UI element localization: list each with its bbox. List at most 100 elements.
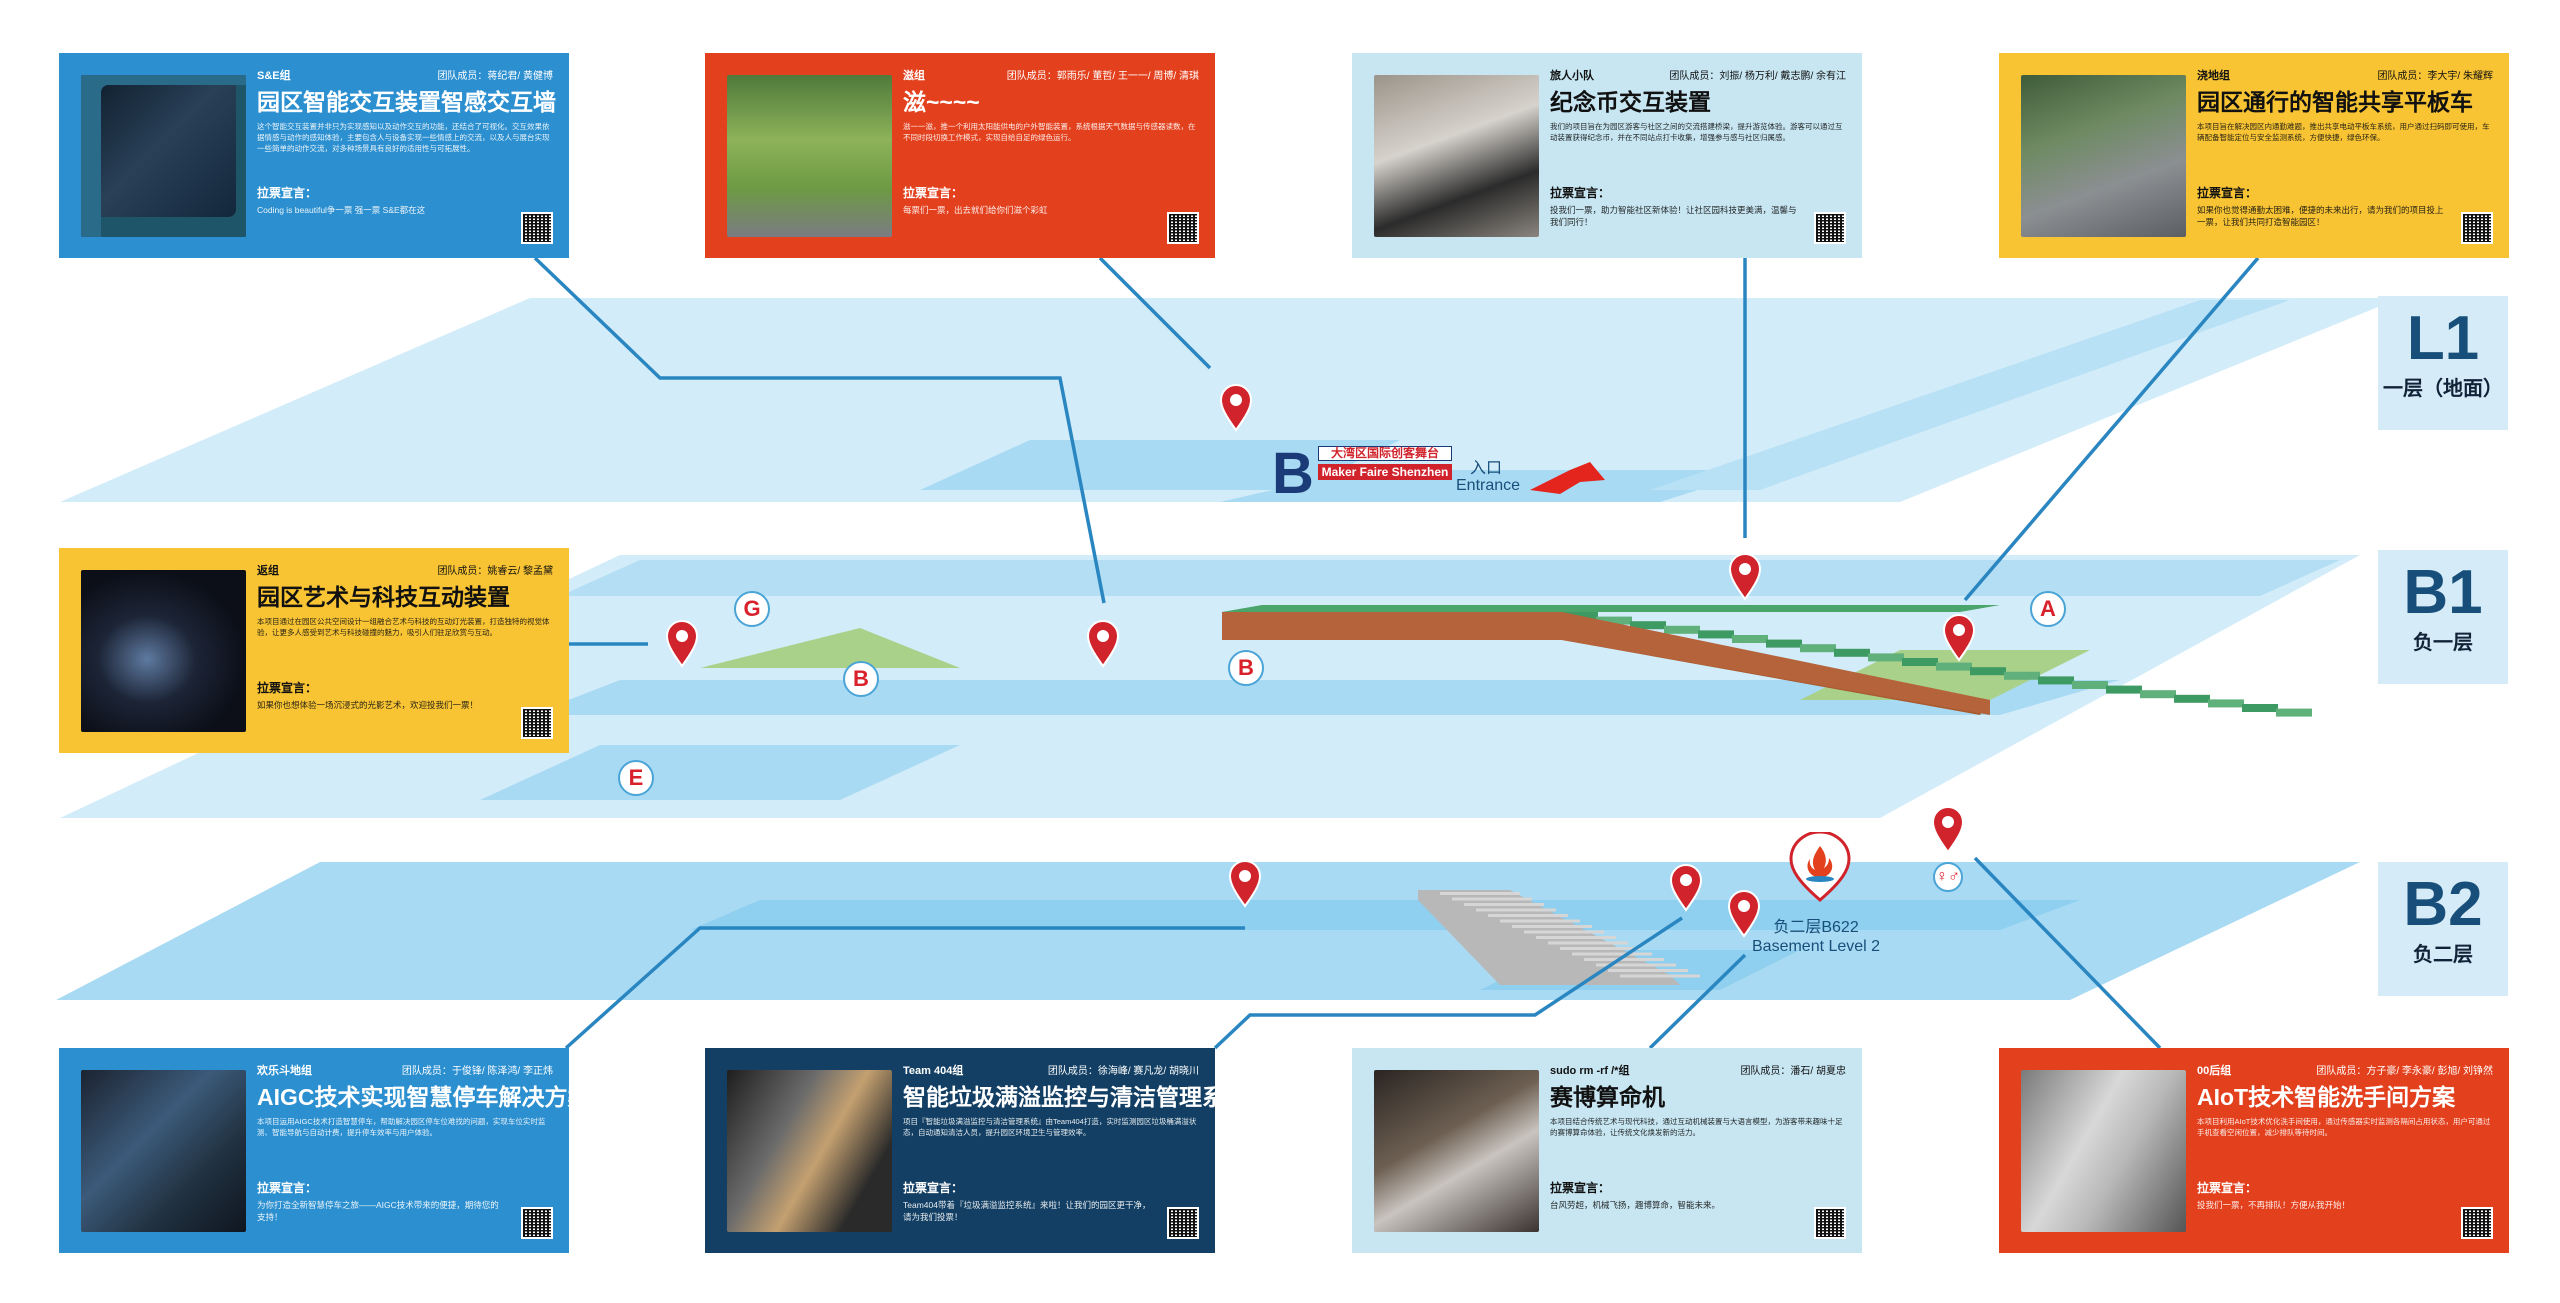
qr-code[interactable] (1814, 1207, 1846, 1239)
slogan-heading: 拉票宣言： (903, 186, 964, 200)
team-photo-sudo (1374, 1070, 1539, 1232)
team-name: 滋组 (903, 70, 925, 82)
zone-letter: B (1272, 441, 1314, 506)
slogan-text: 如果你也觉得通勤太困难，便捷的未来出行，请为我们的项目投上一票，让我们共同打造智… (2197, 205, 2444, 227)
team-members: 团队成员：于俊锋/ 陈泽鸿/ 李正炜 (401, 1066, 553, 1077)
team-name: 浇地组 (2197, 70, 2230, 82)
qr-code[interactable] (1167, 1207, 1199, 1239)
qr-code[interactable] (521, 707, 553, 739)
zone-marker-b[interactable]: B (843, 661, 879, 697)
floor-label-l1: L1 一层（地面） (2378, 296, 2508, 430)
floor-code: B2 (2403, 870, 2483, 939)
zone-marker-e[interactable]: E (618, 760, 654, 796)
slogan-heading: 拉票宣言： (903, 1181, 964, 1195)
floor-l1-strip (1650, 300, 2290, 490)
zone-marker-b-center[interactable]: B (1228, 650, 1264, 686)
map-pin-zi[interactable] (1219, 384, 1253, 432)
floor-b2-slab (56, 862, 2360, 1000)
slogan-text: Team404带着『垃圾满溢监控系统』来啦！让我们的园区更干净，请为我们投票！ (903, 1200, 1151, 1222)
team-photo-oo (2021, 1070, 2186, 1232)
project-title: 纪念币交互装置 (1550, 89, 1711, 115)
team-name: S&E组 (257, 70, 291, 82)
project-title: AIGC技术实现智慧停车解决方案 (257, 1084, 569, 1110)
map-pin-lr[interactable] (1728, 553, 1762, 601)
team-card-hl: 欢乐斗地组 团队成员：于俊锋/ 陈泽鸿/ 李正炜 AIGC技术实现智慧停车解决方案… (59, 1048, 569, 1253)
team-members: 团队成员：潘石/ 胡夏忠 (1740, 1066, 1846, 1077)
slogan-heading: 拉票宣言： (257, 186, 318, 200)
floor-name: 一层（地面） (2383, 378, 2503, 400)
team-name: 返组 (257, 565, 279, 577)
qr-code[interactable] (1167, 212, 1199, 244)
project-title: 园区艺术与科技互动装置 (257, 584, 510, 610)
floor-b1-strip-mid (530, 680, 2120, 715)
team-photo-se (81, 75, 246, 237)
map-pin-hl[interactable] (1228, 860, 1262, 908)
slogan-heading: 拉票宣言： (257, 681, 318, 695)
slogan-heading: 拉票宣言： (257, 1181, 318, 1195)
project-description: 滋一一滋，推一个利用太阳能供电的户外智能装置，系统根据天气数据与传感器读数，在不… (903, 122, 1196, 142)
entrance-arrow (1530, 462, 1605, 494)
team-card-lr: 旅人小队 团队成员：刘振/ 杨万利/ 戴志鹏/ 余有江 纪念币交互装置 我们的项目… (1352, 53, 1862, 258)
team-name: 欢乐斗地组 (257, 1065, 312, 1077)
qr-code[interactable] (521, 212, 553, 244)
map-pin-fz[interactable] (665, 620, 699, 668)
team-members: 团队成员：刘振/ 杨万利/ 戴志鹏/ 余有江 (1669, 71, 1846, 82)
project-title: 赛博算命机 (1550, 1084, 1665, 1110)
project-description: 本项目结合传统艺术与现代科技，通过互动机械装置与大语言模型，为游客带来趣味十足的… (1550, 1117, 1843, 1137)
team-photo-fz (81, 570, 246, 732)
entrance-en: Entrance (1456, 477, 1521, 494)
slogan-heading: 拉票宣言： (1550, 1181, 1611, 1195)
floor-b1-green-left (700, 628, 960, 668)
map-pin-sudo[interactable] (1727, 890, 1761, 938)
slogan-text: 如果你也想体验一场沉浸式的光影艺术，欢迎投我们一票！ (257, 700, 479, 710)
slogan-text: 为你打造全新智慧停车之旅——AIGC技术带来的便捷，期待您的支持！ (257, 1200, 499, 1222)
map-pin-oo[interactable] (1931, 806, 1965, 854)
zone-marker-a[interactable]: A (2030, 591, 2066, 627)
qr-code[interactable] (521, 1207, 553, 1239)
project-title: 园区智能交互装置智感交互墙 (257, 89, 556, 115)
project-title: 滋~~~~ (903, 89, 980, 115)
project-description: 项目『智能垃圾满溢监控与清洁管理系统』由Team404打造，实时监测园区垃圾桶满… (903, 1117, 1197, 1137)
zone-marker-g[interactable]: G (734, 591, 770, 627)
project-description: 我们的项目旨在为园区游客与社区之间的交流搭建桥梁，提升游览体验。游客可以通过互动… (1550, 122, 1843, 142)
project-description: 本项目利用AIoT技术优化洗手间使用，通过传感器实时监测各隔间占用状态，用户可通… (2197, 1117, 2491, 1137)
floor-name: 负二层 (2413, 944, 2473, 966)
b2-location-label: 负二层B622 Basement Level 2 (1752, 918, 1880, 956)
project-title: 智能垃圾满溢监控与清洁管理系统 (903, 1084, 1215, 1110)
entrance-cn: 入口 (1470, 460, 1503, 477)
project-description: 本项目运用AIGC技术打造智慧停车，帮助解决园区停车位难找的问题，实现车位实时监… (257, 1117, 546, 1137)
team-card-fz: 返组 团队成员：姚睿云/ 黎孟黛 园区艺术与科技互动装置 本项目通过在园区公共空间… (59, 548, 569, 753)
qr-code[interactable] (2461, 212, 2493, 244)
team-name: 00后组 (2197, 1065, 2232, 1077)
qr-code[interactable] (1814, 212, 1846, 244)
floor-b1-strip-top (560, 560, 2340, 596)
team-name: sudo rm -rf /*组 (1550, 1065, 1630, 1077)
floor-code: B1 (2403, 558, 2483, 627)
map-pin-t404[interactable] (1669, 864, 1703, 912)
team-card-sudo: sudo rm -rf /*组 团队成员：潘石/ 胡夏忠 赛博算命机 本项目结合传… (1352, 1048, 1862, 1253)
slogan-text: 投我们一票，不再排队！方便从我开始！ (2197, 1200, 2351, 1210)
team-card-t404: Team 404组团队成员：徐海峰/ 赛凡龙/ 胡晓川 智能垃圾满溢监控与清洁管… (705, 1048, 1215, 1253)
slogan-heading: 拉票宣言： (1550, 186, 1611, 200)
team-name: Team 404组 (903, 1065, 964, 1077)
project-description: 本项目旨在解决园区内通勤难题，推出共享电动平板车系统，用户通过扫码即可使用，车辆… (2197, 122, 2490, 142)
floor-b1-strip-low (480, 745, 960, 800)
map-pin-jd[interactable] (1942, 614, 1976, 662)
team-photo-zi (727, 75, 892, 237)
slogan-heading: 拉票宣言： (2197, 1181, 2258, 1195)
floor-code: L1 (2406, 304, 2480, 373)
flame-logo-icon (1789, 832, 1851, 902)
team-name: 旅人小队 (1550, 70, 1594, 82)
b2-room-en: Basement Level 2 (1752, 938, 1881, 955)
team-members: 团队成员：姚睿云/ 黎孟黛 (437, 566, 553, 577)
restroom-icon[interactable]: ♀♂ (1933, 862, 1963, 892)
qr-code[interactable] (2461, 1207, 2493, 1239)
project-description: 本项目通过在园区公共空间设计一组融合艺术与科技的互动灯光装置，打造独特的视觉体验… (257, 617, 550, 637)
leader-lines (533, 256, 2260, 1050)
map-pin-se[interactable] (1086, 620, 1120, 668)
team-card-oo: 00后组团队成员：方子豪/ 李永豪/ 彭旭/ 刘铮然 AIoT技术智能洗手间方案… (1999, 1048, 2509, 1253)
entrance-label: 入口 Entrance (1456, 460, 1520, 494)
team-members: 团队成员：郭雨乐/ 董哲/ 王一一/ 周博/ 清琪 (1006, 71, 1199, 82)
